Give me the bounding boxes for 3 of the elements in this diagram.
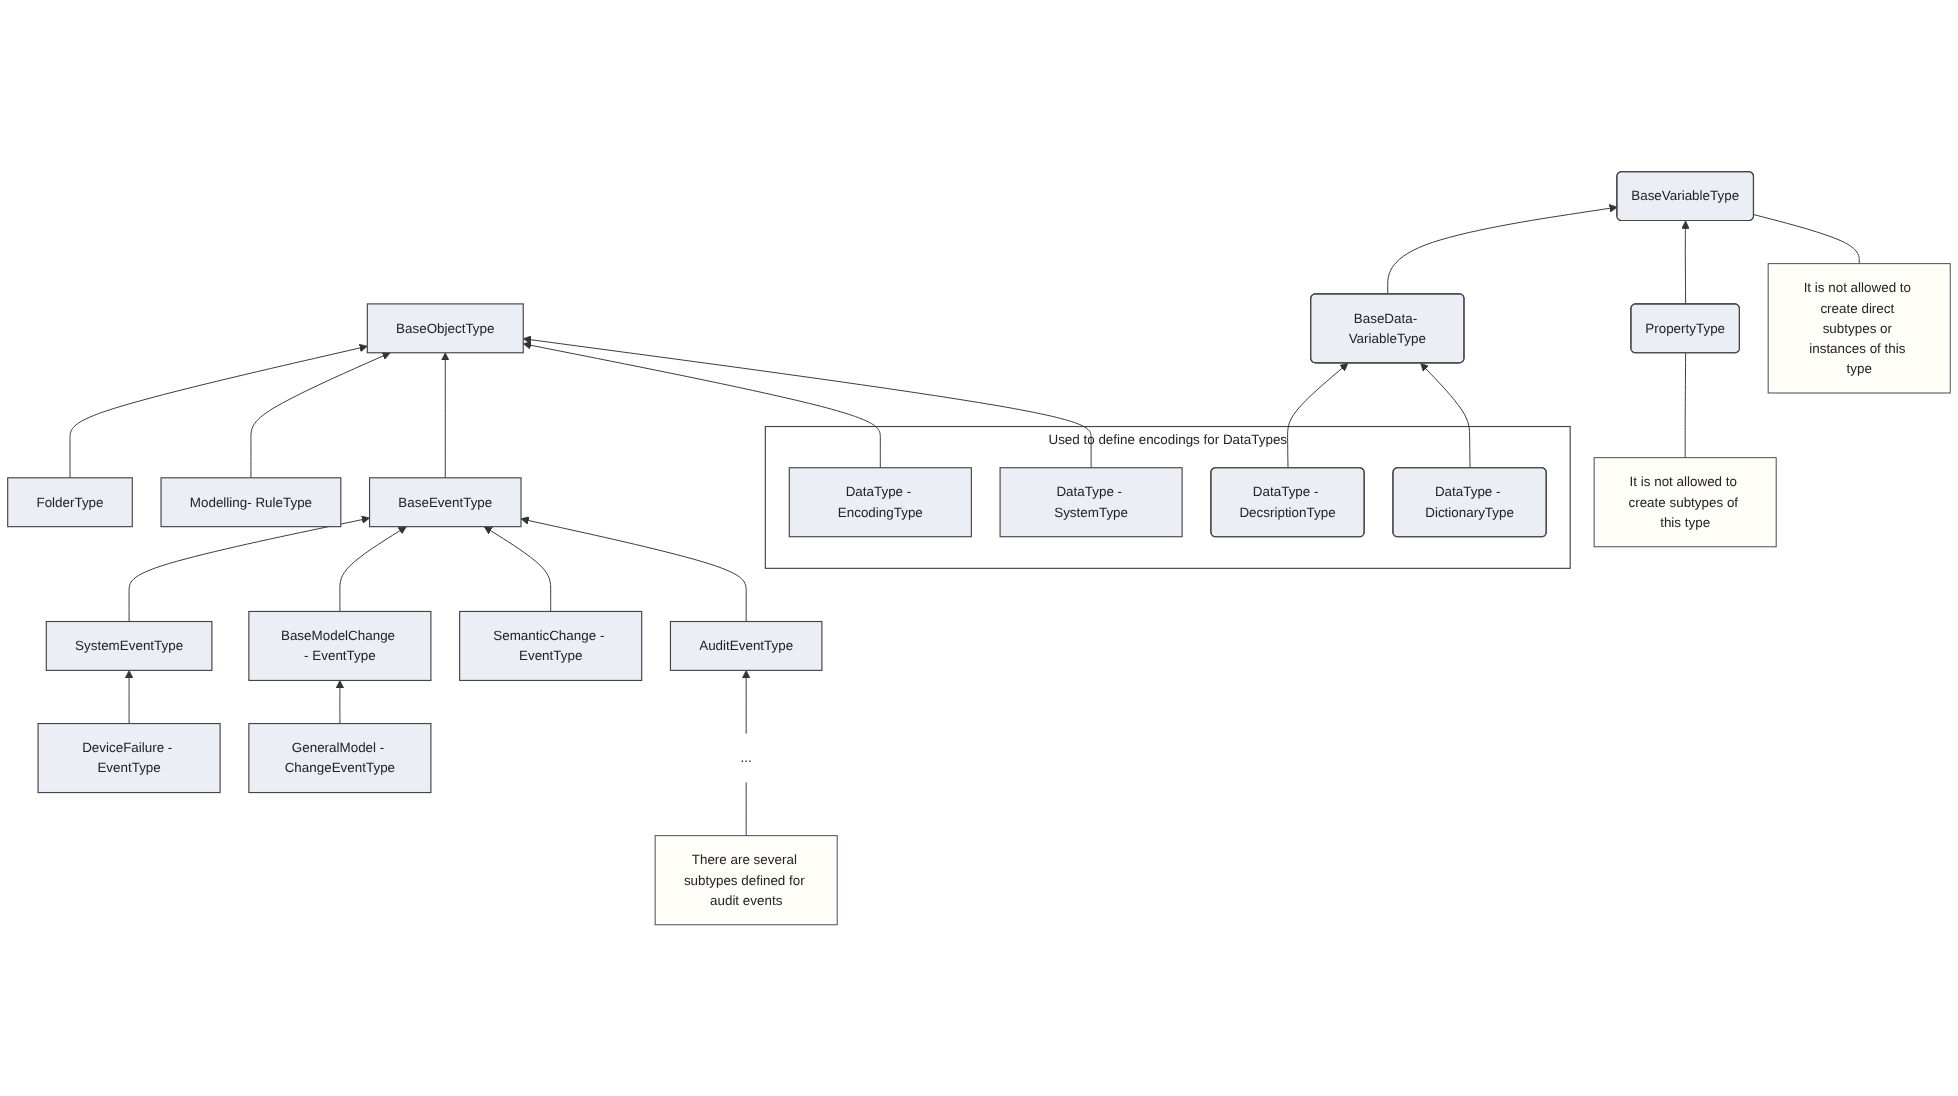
connector — [745, 781, 747, 836]
connector — [1684, 352, 1687, 458]
connector — [1753, 213, 1860, 264]
